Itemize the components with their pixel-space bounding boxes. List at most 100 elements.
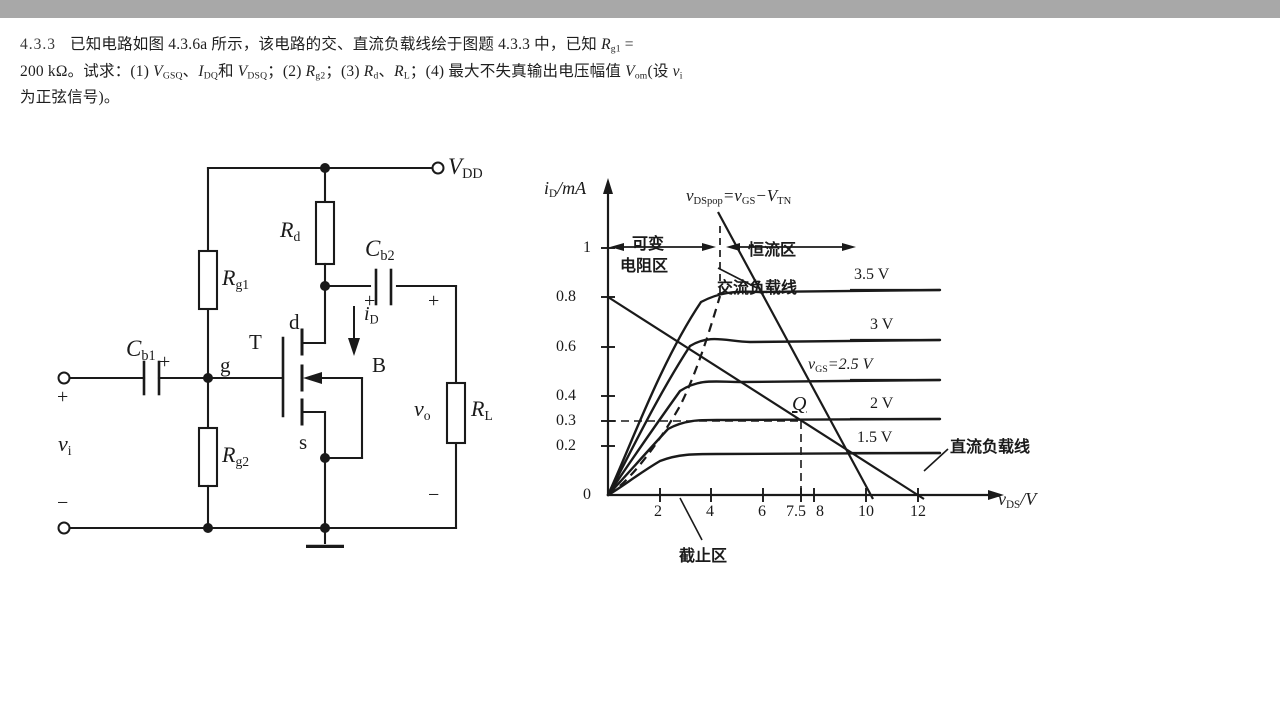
leader-cutoff-region bbox=[679, 497, 703, 541]
current-arrow-id-head bbox=[348, 338, 360, 356]
x-tick-8: 8 bbox=[816, 503, 824, 520]
curve-vgs-3p5 bbox=[606, 288, 942, 497]
input-terminal-minus bbox=[57, 521, 71, 535]
circuit-diagram: VDD Rd Rg1 Rg2 RL Cb1 Cb2 vi vo iD T g d… bbox=[40, 148, 520, 548]
label-input-minus: − bbox=[57, 492, 69, 514]
resistor-rg2 bbox=[197, 426, 219, 488]
symbol-vi-text: vi bbox=[672, 62, 683, 82]
y-tick-0p6: 0.6 bbox=[556, 338, 576, 355]
annotation-cutoff-region: 截止区 bbox=[679, 548, 728, 565]
label-vdd: VDD bbox=[448, 154, 483, 182]
x-axis-arrow bbox=[988, 490, 1004, 500]
arrow-triode-left bbox=[610, 243, 624, 251]
characteristic-curves-chart: iD/mA vDS/V 0 0.2 0.3 0.4 0.6 0.8 1 2 4 … bbox=[520, 148, 1040, 565]
arrow-saturation-left bbox=[726, 243, 740, 251]
top-gray-bar bbox=[0, 0, 1280, 18]
annotation-triode-region-line2: 电阻区 bbox=[620, 258, 669, 275]
resistor-rl bbox=[445, 381, 467, 445]
arrow-saturation-right bbox=[842, 243, 856, 251]
problem-text-part3: 为正弦信号)。 bbox=[20, 89, 120, 107]
symbol-idq: IDQ bbox=[198, 62, 218, 82]
input-terminal-plus bbox=[57, 371, 71, 385]
curve-label-2v: 2 V bbox=[870, 395, 894, 412]
label-gate-g: g bbox=[220, 353, 231, 377]
x-tick-2: 2 bbox=[654, 503, 662, 520]
y-axis-label: iD/mA bbox=[544, 178, 587, 201]
x-tick-4: 4 bbox=[706, 503, 714, 520]
label-rl: RL bbox=[471, 396, 493, 423]
symbol-vdsq: VDSQ bbox=[237, 62, 268, 82]
y-axis-arrow bbox=[603, 178, 613, 194]
curve-label-1p5v: 1.5 V bbox=[857, 429, 893, 446]
label-rd: Rd bbox=[280, 217, 301, 244]
junction-source bbox=[320, 453, 330, 463]
leader-dc-load-line bbox=[923, 448, 949, 472]
label-rg1: Rg1 bbox=[222, 265, 250, 292]
circuit-svg bbox=[57, 161, 467, 548]
annotation-saturation-region: 恒流区 bbox=[748, 242, 797, 259]
y-tick-1: 1 bbox=[583, 239, 591, 256]
ground-symbol bbox=[306, 528, 344, 548]
x-tick-12: 12 bbox=[910, 503, 926, 520]
label-cb2-plus-left: + bbox=[364, 290, 376, 312]
annotation-ac-load-line: 交流负载线 bbox=[717, 280, 798, 297]
chart-svg bbox=[601, 178, 1004, 541]
label-vi: vi bbox=[58, 431, 72, 458]
curve-label-3v: 3 V bbox=[870, 316, 894, 333]
curve-vgs-3 bbox=[606, 337, 942, 497]
label-cb1-plus: + bbox=[159, 351, 171, 373]
symbol-rg2: Rg2 bbox=[305, 62, 326, 82]
junction-gate bbox=[203, 373, 213, 383]
curve-vgs-2 bbox=[606, 417, 942, 497]
label-rl-minus: − bbox=[428, 484, 440, 506]
label-vo: vo bbox=[414, 396, 431, 423]
symbol-rd: Rd bbox=[363, 62, 379, 82]
junction-bottom-left bbox=[203, 523, 213, 533]
annotation-boundary-formula: vDSpop=vGS−VTN bbox=[686, 186, 792, 207]
x-tick-10: 10 bbox=[858, 503, 874, 520]
ac-load-line bbox=[717, 211, 874, 500]
annotation-dc-load-line: 直流负载线 bbox=[950, 439, 1031, 456]
y-tick-0p3: 0.3 bbox=[556, 412, 576, 429]
symbol-rg1: Rg1 bbox=[601, 36, 621, 55]
saturation-boundary-curve bbox=[607, 295, 722, 496]
symbol-vgsq: VGSQ bbox=[153, 62, 183, 82]
x-tick-6: 6 bbox=[758, 503, 766, 520]
label-transistor-t: T bbox=[249, 330, 262, 354]
y-tick-0p2: 0.2 bbox=[556, 437, 576, 454]
characteristic-curves bbox=[606, 288, 942, 497]
problem-number: 4.3.3 bbox=[20, 36, 56, 53]
label-cb2: Cb2 bbox=[365, 236, 395, 264]
label-source-s: s bbox=[299, 430, 308, 454]
leader-ac-load-line bbox=[717, 267, 758, 289]
annotation-triode-region-line1: 可变 bbox=[632, 236, 665, 253]
x-axis-label: vDS/V bbox=[998, 489, 1037, 512]
curve-vgs-2p5 bbox=[606, 378, 942, 497]
label-body-b: B bbox=[372, 353, 387, 377]
x-tick-7p5: 7.5 bbox=[786, 503, 806, 520]
resistor-rd bbox=[314, 200, 336, 266]
vdd-terminal bbox=[431, 161, 445, 175]
problem-text-part2: 200 kΩ。试求：(1) bbox=[20, 62, 154, 80]
dc-load-line bbox=[607, 296, 925, 500]
q-point-label: Q bbox=[792, 393, 807, 415]
curve-label-2p5v: vGS=2.5 V bbox=[808, 356, 873, 375]
curve-label-rules bbox=[850, 288, 940, 455]
label-rl-plus: + bbox=[428, 290, 440, 312]
junction-vdd bbox=[320, 163, 330, 173]
curve-vgs-1p5 bbox=[606, 451, 942, 497]
label-input-plus: + bbox=[57, 386, 69, 408]
problem-text-part1b: = bbox=[620, 36, 634, 53]
y-tick-0: 0 bbox=[583, 486, 591, 503]
resistor-rg1 bbox=[197, 249, 219, 311]
label-rg2: Rg2 bbox=[222, 442, 250, 469]
label-drain-d: d bbox=[289, 310, 300, 334]
mosfet-body-arrow bbox=[303, 372, 322, 384]
symbol-rl: RL bbox=[394, 62, 410, 82]
junction-dots bbox=[203, 163, 330, 533]
symbol-vom: Vom bbox=[625, 62, 648, 82]
label-cb1: Cb1 bbox=[126, 336, 156, 364]
label-id: iD bbox=[364, 303, 379, 327]
